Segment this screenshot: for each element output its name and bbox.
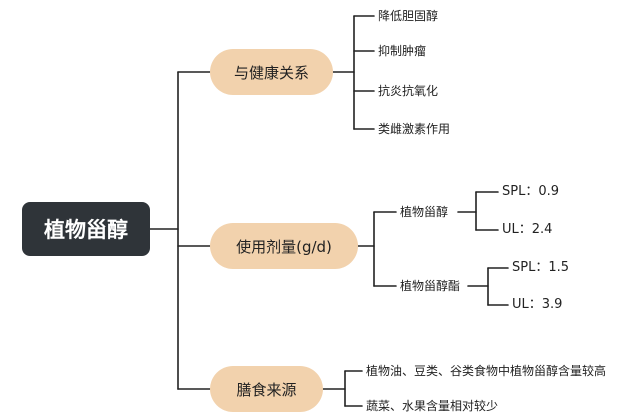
ester-spl: SPL：1.5 [512, 260, 570, 275]
group-phytosterol-ester: 植物甾醇酯 [400, 279, 461, 293]
phytosterol-ul: UL：2.4 [502, 222, 553, 237]
branch-health: 与健康关系 [210, 49, 333, 95]
branch-dosage: 使用剂量(g/d) [210, 223, 358, 269]
leaf-anti-inflammatory: 抗炎抗氧化 [378, 84, 439, 98]
phytosterol-spl: SPL：0.9 [502, 184, 560, 199]
leaf-high-sources: 植物油、豆类、谷类食物中植物甾醇含量较高 [366, 364, 607, 378]
leaf-low-sources: 蔬菜、水果含量相对较少 [366, 399, 499, 413]
leaf-lower-cholesterol: 降低胆固醇 [378, 9, 439, 23]
group-phytosterol: 植物甾醇 [400, 205, 449, 219]
leaf-inhibit-tumor: 抑制肿瘤 [378, 44, 427, 58]
root-node: 植物甾醇 [22, 202, 150, 256]
leaf-estrogen-like: 类雌激素作用 [378, 122, 451, 136]
branch-dietary-source: 膳食来源 [210, 366, 323, 412]
ester-ul: UL：3.9 [512, 297, 563, 312]
